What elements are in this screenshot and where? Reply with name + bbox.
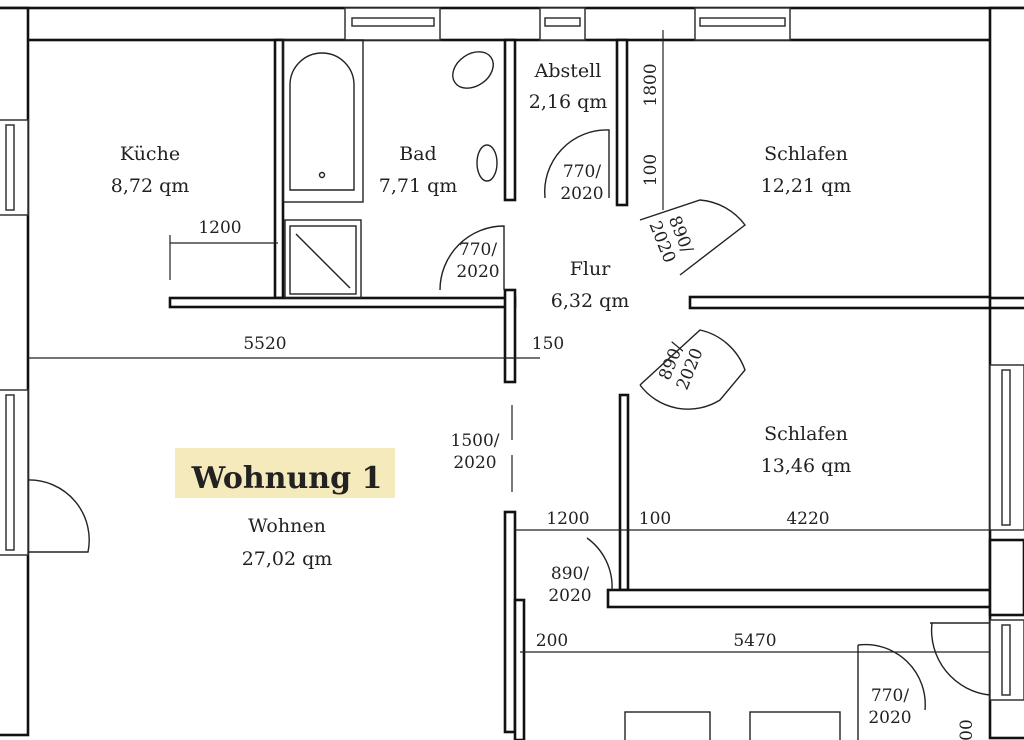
door-entry-height: 2020: [548, 586, 591, 606]
room-area-schlafen-1: 12,21 qm: [761, 175, 852, 197]
room-name-schlafen-2: Schlafen: [764, 423, 848, 445]
dim-150: 150: [532, 334, 564, 354]
dim-5470: 5470: [733, 631, 776, 651]
room-area-kueche: 8,72 qm: [111, 175, 190, 197]
room-name-wohnen: Wohnen: [248, 515, 326, 537]
dim-bottom-right: 00: [957, 719, 977, 740]
room-name-abstell: Abstell: [534, 60, 602, 82]
room-area-abstell: 2,16 qm: [529, 91, 608, 113]
door-entry-width: 890/: [551, 564, 589, 584]
room-area-schlafen-2: 13,46 qm: [761, 455, 852, 477]
dim-1800: 1800: [641, 63, 661, 106]
opening-wohnen-width: 1500/: [451, 431, 500, 451]
bathroom-fixtures: [282, 39, 498, 299]
room-name-schlafen-1: Schlafen: [764, 143, 848, 165]
door-bad-width: 770/: [459, 240, 497, 260]
room-name-bad: Bad: [399, 143, 436, 165]
door-lower-width: 770/: [871, 686, 909, 706]
dim-wohnen: 5520: [243, 334, 286, 354]
title-highlight: [175, 448, 395, 498]
apartment-title: Wohnung 1: [191, 461, 383, 496]
room-name-flur: Flur: [570, 258, 611, 280]
room-area-wohnen: 27,02 qm: [242, 548, 333, 570]
door-bad-height: 2020: [456, 262, 499, 282]
dimension-lines: [28, 30, 990, 653]
door-lower-height: 2020: [868, 708, 911, 728]
dim-4220: 4220: [786, 509, 829, 529]
dim-kueche: 1200: [198, 218, 241, 238]
dim-200: 200: [536, 631, 568, 651]
windows: [0, 7, 1024, 701]
interior-walls: [168, 38, 1024, 740]
room-labels: Küche 8,72 qm Bad 7,71 qm Abstell 2,16 q…: [111, 60, 852, 570]
dim-1200-bottom: 1200: [546, 509, 589, 529]
dimension-labels: 1200 5520 150 1800 100 1200 100 4220 200…: [198, 63, 977, 740]
opening-wohnen-height: 2020: [453, 453, 496, 473]
dim-100-bottom: 100: [639, 509, 671, 529]
room-name-kueche: Küche: [120, 143, 180, 165]
door-abstell-width: 770/: [563, 162, 601, 182]
room-area-flur: 6,32 qm: [551, 290, 630, 312]
dim-100-vertical: 100: [641, 154, 661, 186]
door-abstell-height: 2020: [560, 184, 603, 204]
room-area-bad: 7,71 qm: [379, 175, 458, 197]
door-swings: [27, 129, 991, 740]
